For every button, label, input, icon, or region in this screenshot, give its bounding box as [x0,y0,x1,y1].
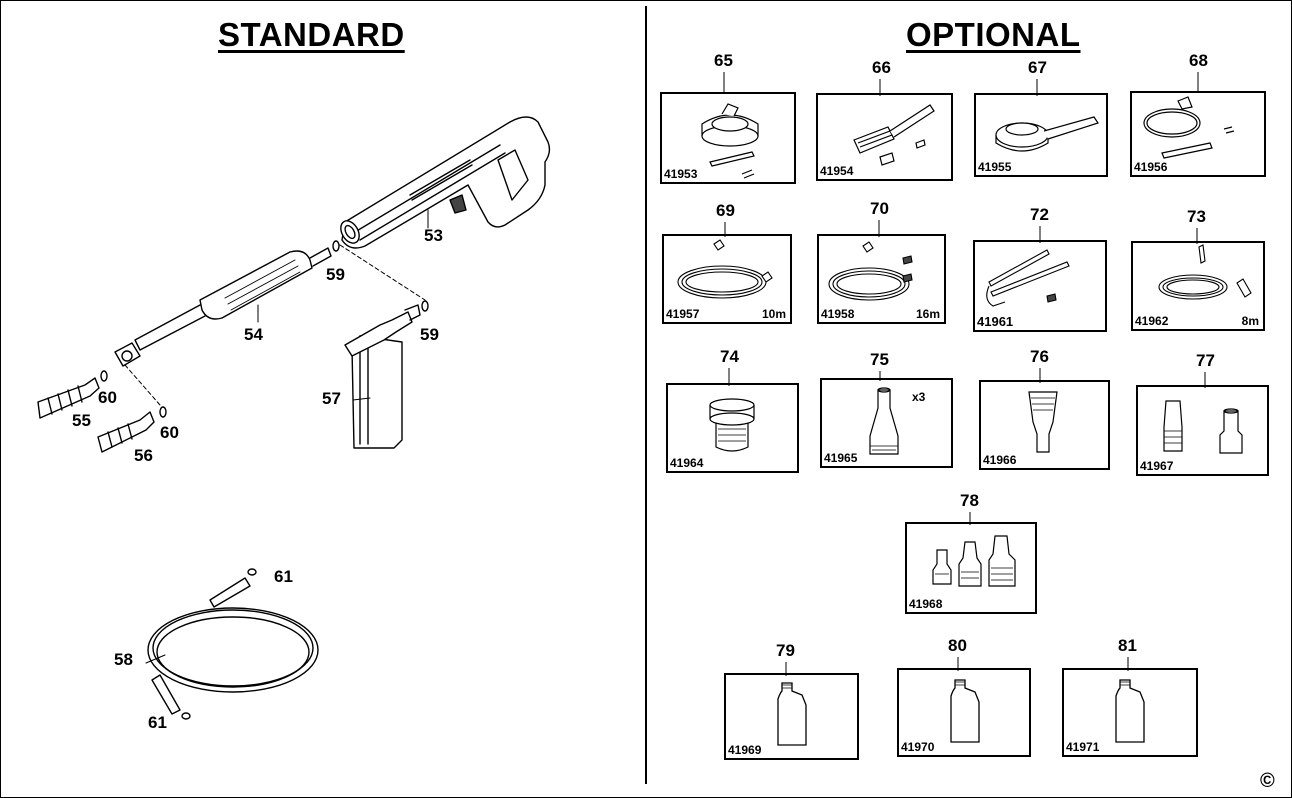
coupling-adapter-icon [709,398,755,452]
accessory-78-box: 41968 [905,522,1037,614]
part-58-label: 58 [114,650,133,669]
accessory-70-box: 41958 16m [817,234,946,324]
part-55-label: 55 [72,411,91,430]
accessory-81-code: 41971 [1066,740,1100,754]
part-59-label-lower: 59 [420,325,439,344]
accessory-73-code: 41962 [1135,314,1169,328]
accessory-69-box: 41957 10m [662,234,792,324]
accessory-77-number: 77 [1196,351,1215,370]
part-57-label: 57 [322,389,341,408]
detergent-bottle [344,304,421,449]
nozzle-turbo [37,377,100,419]
accessory-65-box: 41953 [660,92,796,184]
assembly-guide-lines [124,244,426,406]
detergent-bottle-icon [1115,679,1145,743]
detergent-bottle-icon [777,682,807,746]
accessory-77-code: 41967 [1140,459,1174,473]
accessory-75-code: 41965 [824,451,858,465]
accessory-68-box: 41956 [1130,91,1266,177]
accessory-72-number: 72 [1030,205,1049,224]
accessory-75-number: 75 [870,350,889,369]
accessory-80-box: 41970 [897,668,1031,757]
accessory-78-code: 41968 [909,597,943,611]
hose-adapter-icon [1163,400,1243,454]
part-53-label: 53 [424,226,443,245]
accessory-73-length: 8m [1241,314,1259,328]
accessory-75-box: x3 41965 [820,378,953,468]
accessory-75-quantity: x3 [912,390,926,404]
accessory-74-number: 74 [720,347,739,366]
spray-gun-body [340,116,551,249]
accessory-67-box: 41955 [974,93,1108,177]
part-56-label: 56 [134,446,153,465]
accessory-65-number: 65 [714,51,733,70]
accessory-74-code: 41964 [670,456,704,470]
accessory-81-number: 81 [1118,636,1137,655]
accessory-72-code: 41961 [977,314,1014,329]
part-61-label-lower: 61 [148,713,167,732]
accessory-79-code: 41969 [728,743,762,757]
patio-cleaner-icon [701,103,759,179]
accessory-74-box: 41964 [666,383,799,473]
accessory-69-number: 69 [716,201,735,220]
accessory-79-number: 79 [776,641,795,660]
lance-tube [114,247,332,367]
accessory-73-box: 41962 8m [1131,241,1265,331]
pipe-cleaning-kit-icon [1143,96,1235,159]
optional-heading: OPTIONAL [906,16,1081,53]
accessory-67-number: 67 [1028,58,1047,77]
rotating-nozzle-icon [1028,391,1058,453]
rotary-brush-icon [995,116,1099,152]
accessory-70-length: 16m [915,307,940,321]
part-59-label-upper: 59 [326,265,345,284]
accessory-69-code: 41957 [666,307,700,321]
accessory-76-box: 41966 [979,380,1110,470]
accessory-73-number: 73 [1187,207,1206,226]
accessory-65-code: 41953 [664,167,698,181]
accessory-68-code: 41956 [1134,160,1168,174]
accessory-66-code: 41954 [820,164,854,178]
wash-brush-icon [853,104,935,166]
accessory-78-number: 78 [960,491,979,510]
copyright-symbol: © [1260,770,1275,792]
replacement-hose-8m-icon [1158,244,1252,300]
accessory-68-number: 68 [1189,51,1208,70]
standard-heading: STANDARD [218,16,405,53]
part-61-label-upper: 61 [274,567,293,586]
adapter-set-icon [932,535,1016,587]
nozzle-adjustable [97,411,155,453]
accessory-77-box: 41967 [1136,385,1269,476]
accessory-66-number: 66 [872,58,891,77]
accessory-76-code: 41966 [983,453,1017,467]
accessory-70-number: 70 [870,199,889,218]
detergent-bottle-icon [950,679,980,743]
leader-lines [145,209,429,664]
standard-exploded-diagram [37,116,551,720]
high-pressure-hose [147,577,319,715]
accessory-81-box: 41971 [1062,668,1198,757]
accessory-80-number: 80 [948,636,967,655]
section-divider [645,6,647,784]
part-54-label: 54 [244,325,263,344]
accessory-80-code: 41970 [901,740,935,754]
nozzle-set-icon [869,387,899,455]
extension-hose-10m-icon [677,239,773,299]
accessory-66-box: 41954 [816,93,953,181]
part-60-label-upper: 60 [98,388,117,407]
accessory-79-box: 41969 [724,673,859,760]
part-60-label-lower: 60 [160,423,179,442]
extension-hose-16m-icon [828,241,913,301]
accessory-72-box: 41961 [973,240,1107,332]
accessory-69-length: 10m [761,307,786,321]
o-rings [100,240,429,720]
accessory-67-code: 41955 [978,160,1012,174]
accessory-76-number: 76 [1030,347,1049,366]
accessory-70-code: 41958 [821,307,855,321]
telescopic-lance-icon [986,249,1070,307]
